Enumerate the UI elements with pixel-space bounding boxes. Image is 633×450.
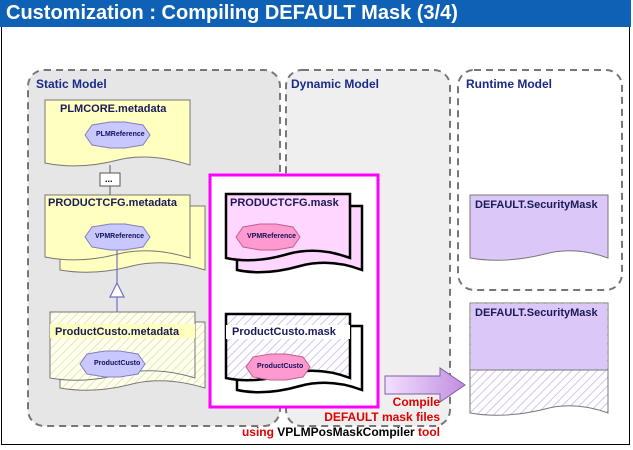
runtime-existing-label: DEFAULT.SecurityMask xyxy=(475,199,598,211)
plmcore-metadata-label: PLMCORE.metadata xyxy=(60,103,167,115)
productcusto-bubble xyxy=(79,350,146,378)
ellipsis-label: ... xyxy=(105,174,113,184)
compile-note-line2: DEFAULT mask files xyxy=(324,410,440,424)
productcfg-metadata-label: PRODUCTCFG.metadata xyxy=(48,197,177,209)
productcfg-bubble xyxy=(84,223,151,251)
compile-note-suffix: tool xyxy=(414,425,440,439)
runtime-new-label: DEFAULT.SecurityMask xyxy=(475,307,598,319)
compile-note-line1: Compile xyxy=(392,395,440,409)
productcfg-mask-label: PRODUCTCFG.mask xyxy=(230,197,339,209)
compile-arrow xyxy=(384,367,466,403)
runtime-existing-mask xyxy=(469,194,609,261)
mask-vpmreference-entity: VPMReference xyxy=(247,233,297,240)
slide-title: Customization : Compiling DEFAULT Mask (… xyxy=(0,0,631,27)
productcfg-mask-bubble xyxy=(235,223,301,251)
dynamic-model-label: Dynamic Model xyxy=(291,77,380,91)
compile-note-line3: using VPLMPosMaskCompiler tool xyxy=(242,425,440,439)
productcusto-mask-label: ProductCusto.mask xyxy=(232,326,336,338)
productcusto-mask-bubble xyxy=(245,353,311,381)
plmcore-bubble xyxy=(84,121,151,149)
productcusto-entity: ProductCusto xyxy=(94,360,141,367)
vpmreference-entity: VPMReference xyxy=(95,233,145,240)
productcusto-metadata-label: ProductCusto.metadata xyxy=(55,326,180,338)
plmreference-entity: PLMReference xyxy=(96,131,145,138)
runtime-model-label: Runtime Model xyxy=(466,77,552,91)
inheritance-arrowhead xyxy=(109,281,125,298)
static-model-label: Static Model xyxy=(36,77,107,91)
compile-note-using: using xyxy=(241,425,278,439)
mask-productcusto-entity: ProductCusto xyxy=(257,363,304,370)
compile-note-tool: VPLMPosMaskCompiler xyxy=(277,425,415,439)
